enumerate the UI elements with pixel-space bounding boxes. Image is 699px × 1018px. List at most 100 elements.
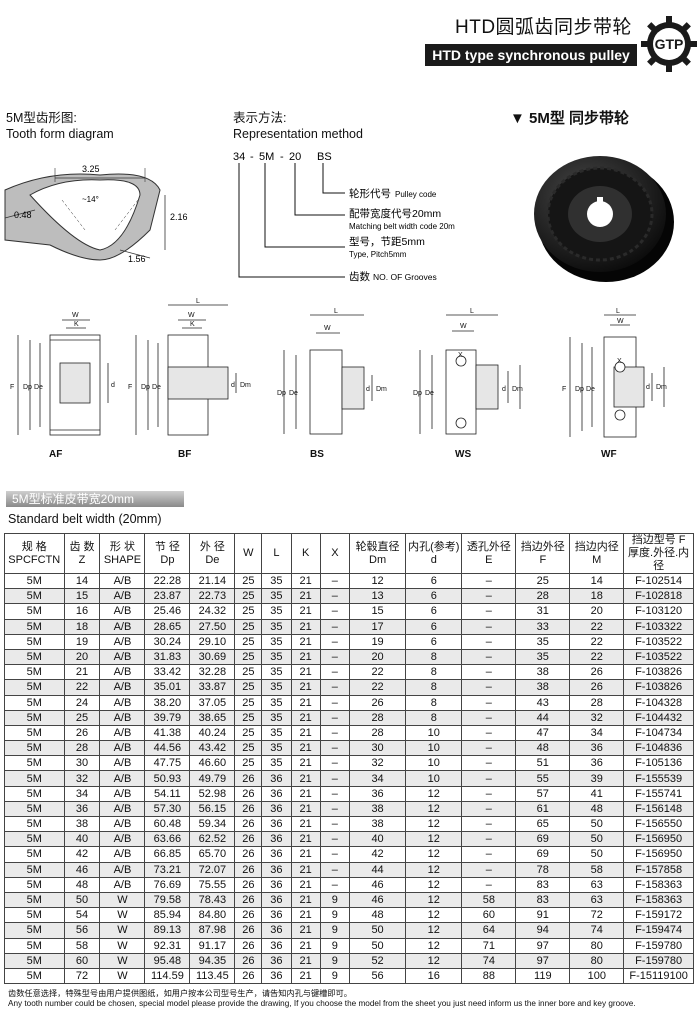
shape-label-wf: WF [601,449,617,460]
table-cell: 14 [569,572,625,590]
table-cell: 33.87 [189,679,236,696]
table-cell: 46 [348,891,407,909]
table-cell: 22.73 [189,588,236,605]
table-cell: F-103826 [623,664,694,681]
table-cell: 12 [405,907,463,924]
product-photo [534,156,674,282]
table-cell: 25 [234,694,263,711]
table-cell: 21 [290,618,321,635]
table-cell: 5M [4,648,65,666]
table-cell: – [319,861,350,878]
header-label: K [301,547,310,559]
tooth-form-title: 5M型齿形图: Tooth form diagram [6,110,114,142]
header-label: 齿 数 [69,540,95,553]
table-cell: 5M [4,876,65,893]
table-header-cell: W [234,533,263,574]
table-cell: 12 [405,815,463,833]
table-cell: 69 [515,846,571,863]
table-cell: 38.20 [144,694,191,711]
table-cell: – [319,664,350,681]
table-cell: F-104734 [623,724,694,742]
table-cell: 58 [461,891,517,909]
table-cell: 13 [348,588,407,605]
bf-w-label: W [188,312,195,319]
table-cell: 36 [261,815,292,833]
dim-bottom-text: 1.56 [128,254,146,264]
bs-w-label: W [324,325,331,332]
table-cell: 36 [261,922,292,939]
bs-dm-label: Dm [376,386,387,393]
table-cell: 35 [261,648,292,666]
wf-l-label: L [616,308,620,315]
table-cell: 114.59 [144,967,191,985]
table-cell: – [461,831,517,848]
table-cell: 26 [234,876,263,893]
table-cell: A/B [99,588,146,605]
bs-dp-label: Dp [277,390,286,397]
rep-item-type-cn: 型号，节距5mm [349,235,425,248]
shape-label-af: AF [49,449,62,460]
ws-l-label: L [470,308,474,315]
table-cell: – [461,861,517,878]
bf-dm-label: Dm [240,382,251,389]
table-cell: A/B [99,815,146,833]
table-cell: – [461,709,517,726]
table-cell: 15 [63,588,101,605]
table-cell: 26 [234,937,263,954]
table-cell: 16 [405,967,463,985]
table-cell: F-103522 [623,648,694,666]
table-cell: 8 [405,679,463,696]
table-cell: F-156550 [623,815,694,833]
table-cell: 36 [261,967,292,985]
table-cell: 26 [234,891,263,909]
wf-dp-label: Dp [575,386,584,393]
table-header-cell: 内孔(参考)d [405,533,463,574]
header-sublabel: Z [78,553,86,566]
table-cell: 8 [405,694,463,711]
table-cell: 22 [348,679,407,696]
table-cell: 46.60 [189,755,236,772]
table-cell: 12 [405,846,463,863]
section-subtitle: Standard belt width (20mm) [8,512,162,526]
table-cell: F-104836 [623,740,694,757]
gtp-logo: GTP [641,16,697,72]
rep-item-width-cn: 配带宽度代号20mm [349,207,441,220]
header-label: 轮毂直径 [355,540,400,553]
table-cell: 69 [515,831,571,848]
table-cell: – [461,740,517,757]
table-cell: 21 [290,876,321,893]
table-cell: 50 [569,846,625,863]
table-cell: 5M [4,861,65,878]
bf-d-label: d [231,382,235,389]
table-cell: 97 [515,937,571,954]
table-cell: – [461,588,517,605]
table-cell: A/B [99,831,146,848]
table-cell: 83 [515,876,571,893]
table-cell: 21 [290,937,321,954]
table-cell: 35 [261,618,292,635]
header-label: 节 径 [154,540,180,553]
table-cell: 79.58 [144,891,191,909]
wf-de-label: De [586,386,595,393]
table-cell: 57 [515,785,571,802]
table-cell: – [319,633,350,650]
table-cell: 60.48 [144,815,191,833]
table-cell: 40.24 [189,724,236,742]
table-cell: 71 [461,937,517,954]
representation-title-en: Representation method [233,127,363,141]
table-cell: 21 [290,907,321,924]
table-cell: 78 [515,861,571,878]
table-cell: 26 [63,724,101,742]
table-cell: 36 [569,755,625,772]
table-cell: 20 [569,603,625,620]
